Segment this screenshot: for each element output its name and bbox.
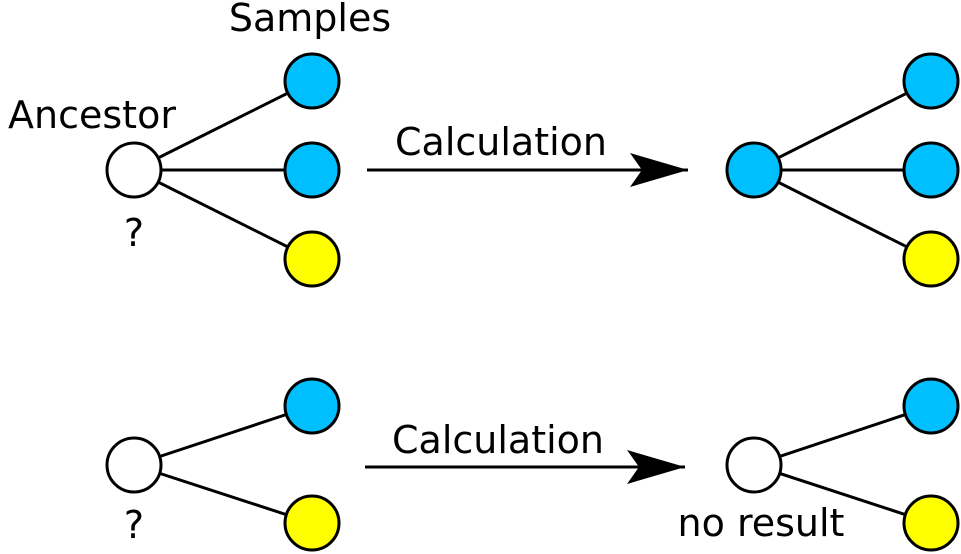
bottom-input-sample-node-1 xyxy=(283,377,341,435)
top-output-edge-3 xyxy=(753,168,932,261)
bottom-unknown-mark: ? xyxy=(124,503,144,547)
samples-label: Samples xyxy=(229,0,391,40)
bottom-output-edge-1 xyxy=(753,404,932,467)
top-input-edge-3 xyxy=(133,168,313,261)
top-calculation-label: Calculation xyxy=(395,120,607,164)
bottom-output-sample-node-1 xyxy=(902,377,960,435)
bottom-input-edge-1 xyxy=(133,404,313,467)
top-input-sample-node-2 xyxy=(283,141,341,199)
bottom-output-edge-2 xyxy=(753,463,932,525)
bottom-input-edge-2 xyxy=(133,463,313,525)
bottom-output-ancestor-node xyxy=(725,436,783,494)
top-output-ancestor-node xyxy=(725,141,783,199)
bottom-input-sample-node-2 xyxy=(283,494,341,552)
no-result-label: no result xyxy=(678,501,845,545)
top-unknown-mark: ? xyxy=(124,211,144,255)
bottom-calculation-label: Calculation xyxy=(392,418,604,462)
top-input-sample-node-1 xyxy=(283,52,341,110)
ancestor-label: Ancestor xyxy=(8,93,176,137)
top-output-tree xyxy=(725,52,960,288)
top-output-sample-node-1 xyxy=(902,52,960,110)
top-output-sample-node-2 xyxy=(902,141,960,199)
top-input-edge-1 xyxy=(133,79,313,172)
bottom-input-ancestor-node xyxy=(105,436,163,494)
top-input-tree xyxy=(105,52,341,288)
top-input-ancestor-node xyxy=(105,141,163,199)
top-input-sample-node-3 xyxy=(283,230,341,288)
top-output-edge-1 xyxy=(753,79,932,172)
bottom-output-tree xyxy=(725,377,960,552)
bottom-input-tree xyxy=(105,377,341,552)
top-output-sample-node-3 xyxy=(902,230,960,288)
bottom-output-sample-node-2 xyxy=(902,494,960,552)
